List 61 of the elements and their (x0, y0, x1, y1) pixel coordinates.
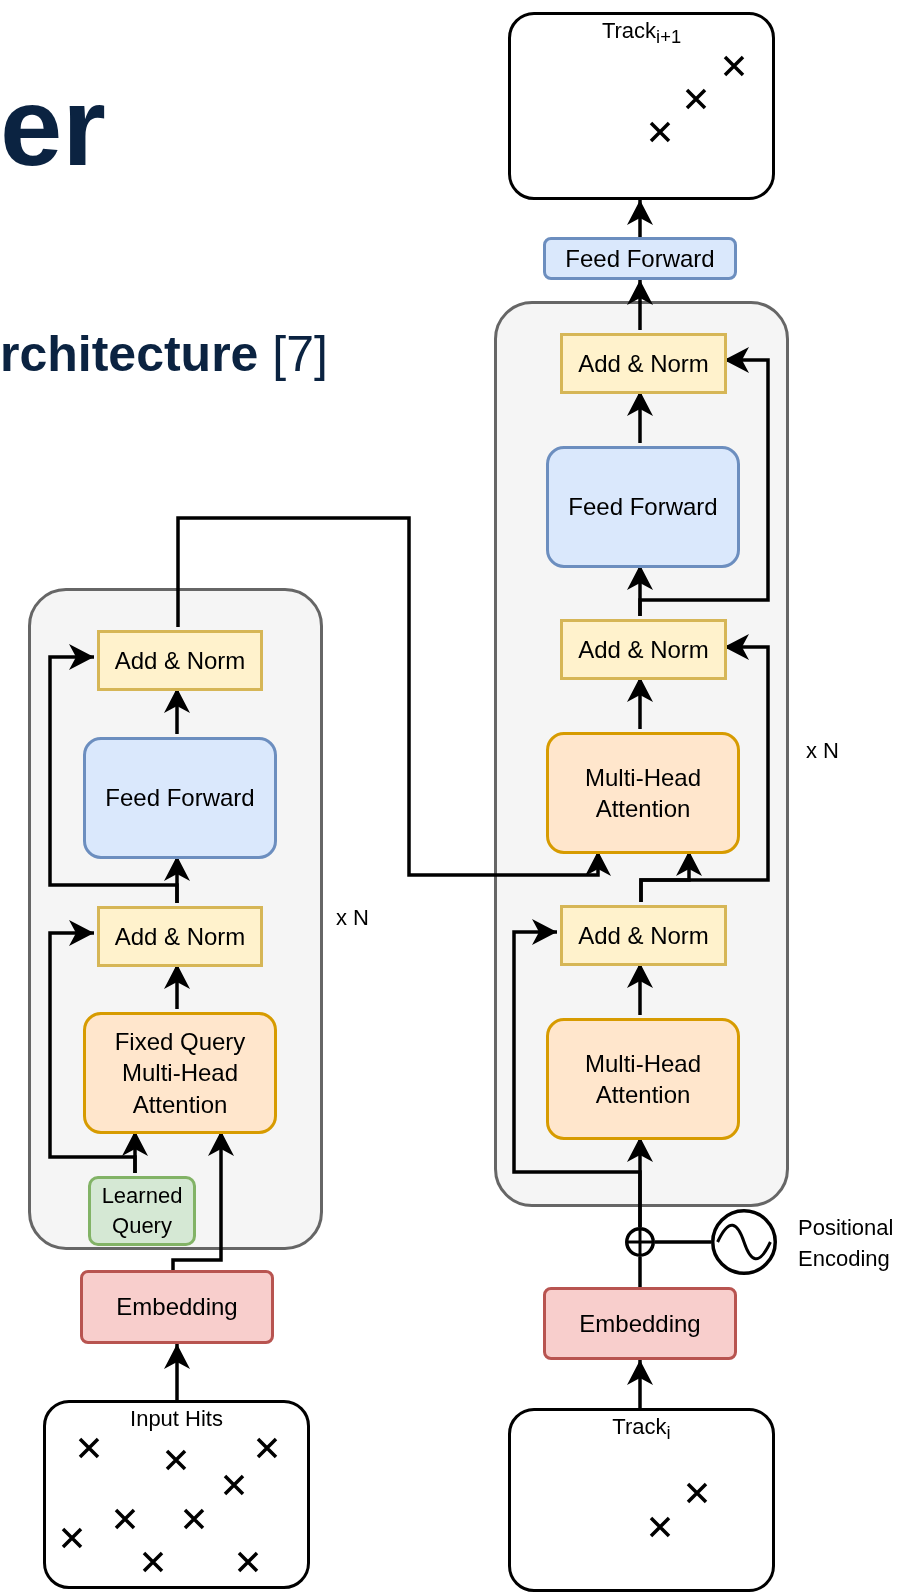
box-label: Add & Norm (578, 348, 709, 379)
arrow (176, 516, 611, 877)
layer-box (560, 619, 727, 680)
box-label: Learned Query (100, 1182, 184, 1240)
arrow (627, 963, 653, 1015)
layer-box (543, 237, 737, 280)
layer-box (83, 1012, 277, 1134)
title-fragment: rchitecture [7] (0, 325, 328, 383)
arrow (627, 1360, 653, 1408)
node-caption: Positional Encoding (798, 1214, 895, 1273)
box-label: Add & Norm (114, 921, 246, 952)
arrow (164, 1344, 190, 1400)
arrow (627, 200, 653, 237)
arrow (48, 644, 179, 903)
layer-box (546, 1018, 740, 1140)
encoder-panel (28, 588, 323, 1250)
arrow (627, 280, 653, 330)
arrow (171, 1131, 234, 1270)
connector-line (655, 1240, 711, 1244)
arrow (512, 919, 642, 1227)
layer-box (80, 1270, 274, 1344)
box-label: Feed Forward (568, 492, 718, 523)
layer-box (560, 333, 727, 394)
arrow (627, 677, 653, 729)
repeat-label: x N (336, 905, 369, 931)
box-label: Embedding (579, 1308, 701, 1339)
arrow (164, 964, 190, 1009)
box-label: Feed Forward (105, 783, 255, 814)
box-label: Add & Norm (114, 645, 246, 676)
repeat-label: x N (806, 738, 839, 764)
layer-box (97, 906, 263, 967)
box-label: Track$_{i+1}$ (601, 17, 682, 50)
layer-box (546, 732, 740, 854)
arrow (627, 391, 653, 443)
plot-box (508, 12, 775, 200)
box-label: Multi-Head Attention (583, 762, 702, 824)
box-label: Fixed Query Multi-Head Attention (113, 1027, 247, 1120)
sum-symbol (625, 1227, 655, 1257)
connector-line (638, 1257, 642, 1287)
layer-box (88, 1176, 196, 1246)
layer-box (560, 905, 727, 966)
decoder-panel (494, 301, 789, 1207)
arrow (639, 634, 770, 902)
box-label: Multi-Head Attention (583, 1048, 702, 1110)
layer-box (546, 446, 740, 568)
sine-wave-symbol (711, 1209, 777, 1275)
box-label: Add & Norm (578, 634, 709, 665)
plot-box (43, 1400, 310, 1589)
layer-box (97, 630, 263, 691)
box-label: Add & Norm (578, 920, 709, 951)
arrow (638, 347, 770, 616)
box-label: Input Hits (130, 1405, 223, 1433)
box-label: Embedding (116, 1292, 238, 1323)
arrow (48, 920, 137, 1173)
arrow (164, 688, 190, 734)
title-fragment: er (0, 63, 106, 191)
box-label: Track$_{i}$ (612, 1413, 671, 1446)
box-label: Feed Forward (565, 243, 715, 274)
plot-box (508, 1408, 775, 1592)
layer-box (543, 1287, 737, 1360)
layer-box (83, 737, 277, 859)
